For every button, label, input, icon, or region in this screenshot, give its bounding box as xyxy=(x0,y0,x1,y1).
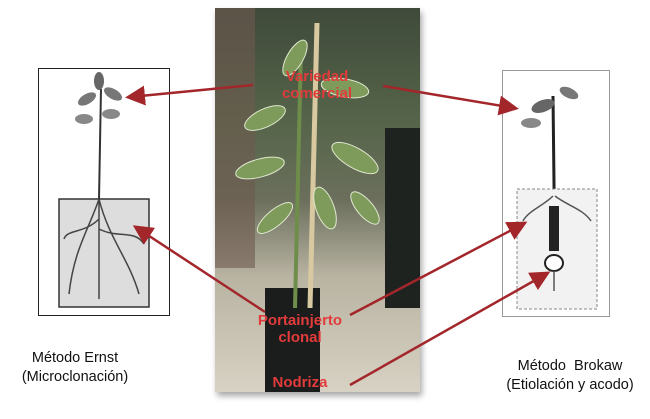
plant-drawing xyxy=(215,8,420,392)
variety-label-line2: comercial xyxy=(281,85,353,102)
arrow-rootstock-to-brokaw xyxy=(349,221,528,317)
rootstock-label-line2: clonal xyxy=(278,329,322,346)
arrow-nurse-to-brokaw xyxy=(349,271,551,387)
rootstock-label: Portainjerto clonal xyxy=(240,312,360,346)
ernst-caption: Método Ernst (Microclonación) xyxy=(0,349,150,387)
arrow-rootstock-to-ernst xyxy=(132,225,266,314)
avocado-plant-photo xyxy=(215,8,420,392)
brokaw-caption-subtitle: (Etiolación y acodo) xyxy=(506,377,634,393)
variety-label: Variedad comercial xyxy=(262,68,372,102)
rootstock-label-line1: Portainjerto xyxy=(257,312,343,329)
brokaw-caption: Método Brokaw (Etiolación y acodo) xyxy=(490,357,650,395)
brokaw-caption-title: Método Brokaw xyxy=(517,358,623,374)
nurse-label: Nodriza xyxy=(272,374,328,391)
ernst-caption-title: Método Ernst xyxy=(31,350,119,366)
arrow-variety-to-ernst xyxy=(125,83,254,106)
variety-label-line1: Variedad xyxy=(285,68,349,85)
ernst-caption-subtitle: (Microclonación) xyxy=(21,369,129,385)
ernst-plant-drawing xyxy=(58,72,150,308)
ernst-method-illustration xyxy=(38,68,170,316)
arrow-variety-to-brokaw xyxy=(382,84,519,116)
